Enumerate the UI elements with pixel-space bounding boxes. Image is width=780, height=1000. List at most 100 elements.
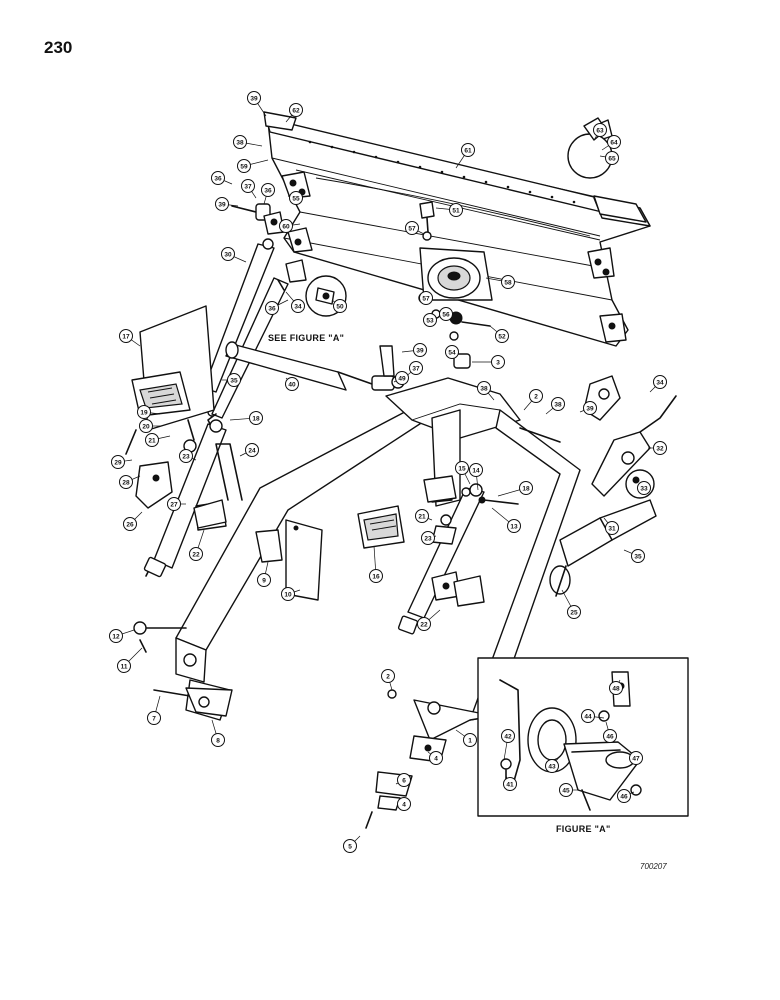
balloon-circle [289,191,303,205]
callout-number: 40 [288,381,296,388]
callout-balloon: 22 [417,617,431,631]
callout-balloon: 39 [583,401,597,415]
callout-number: 16 [372,573,380,580]
balloon-circle [395,371,409,385]
callout-balloon: 36 [211,171,225,185]
balloon-circle [605,151,619,165]
callout-balloon: 24 [245,443,259,457]
callout-number: 9 [262,577,266,584]
callout-balloon: 45 [559,783,573,797]
balloon-circle [603,729,617,743]
callout-balloon: 59 [237,159,251,173]
balloon-circle [637,481,651,495]
callout-balloon: 8 [211,733,225,747]
balloon-circle [583,401,597,415]
balloon-circle [631,549,645,563]
lift-cylinder-right [397,483,485,635]
callout-number: 54 [448,349,456,356]
callout-balloon: 64 [607,135,621,149]
balloon-circle [221,247,235,261]
callout-balloon: 25 [567,605,581,619]
see-figure-label: SEE FIGURE "A" [268,333,345,343]
balloon-circle [249,411,263,425]
callout-balloon: 10 [281,587,295,601]
balloon-circle [477,381,491,395]
callout-number: 20 [142,423,150,430]
lower-left-parts [125,419,243,717]
balloon-circle [445,345,459,359]
callout-balloon: 34 [653,375,667,389]
callout-number: 4 [402,801,406,808]
balloon-circle [507,519,521,533]
callout-number: 43 [548,763,556,770]
callout-balloon: 4 [397,797,411,811]
balloon-circle [333,299,347,313]
callout-number: 39 [250,95,258,102]
callout-number: 46 [606,733,614,740]
callout-number: 5 [348,843,352,850]
callout-number: 63 [596,127,604,134]
callout-balloon: 35 [227,373,241,387]
blade-bracket-right [587,247,627,343]
balloon-circle [607,135,621,149]
callout-number: 29 [114,459,122,466]
callout-number: 42 [504,733,512,740]
callout-balloon: 5 [343,839,357,853]
callout-number: 12 [112,633,120,640]
callout-balloon: 46 [603,729,617,743]
callout-number: 57 [408,225,416,232]
callout-balloon: 51 [449,203,463,217]
balloon-circle [109,629,123,643]
callout-number: 51 [452,207,460,214]
callout-number: 25 [570,609,578,616]
callout-balloon: 52 [495,329,509,343]
callout-number: 18 [522,485,530,492]
lift-cylinder-left [143,419,227,578]
callout-number: 19 [140,409,148,416]
callout-number: 18 [252,415,260,422]
balloon-circle [501,275,515,289]
callout-balloon: 18 [249,411,263,425]
callout-number: 61 [464,147,472,154]
balloon-circle [233,135,247,149]
balloon-circle [461,143,475,157]
figure-a-caption: FIGURE "A" [556,824,611,834]
callout-number: 53 [426,317,434,324]
callout-number: 15 [458,465,466,472]
callout-number: 10 [284,591,292,598]
callout-balloon: 44 [581,709,595,723]
balloon-circle [247,91,261,105]
balloon-circle [245,443,259,457]
callout-balloon: 42 [501,729,515,743]
balloon-circle [545,759,559,773]
callout-balloon: 2 [381,669,395,683]
balloon-circle [529,389,543,403]
callout-number: 21 [418,513,426,520]
callout-balloon: 57 [405,221,419,235]
callout-balloon: 36 [265,301,279,315]
balloon-circle [147,711,161,725]
callout-number: 2 [534,393,538,400]
drawing-number: 700207 [640,862,667,871]
callout-balloon: 34 [291,299,305,313]
balloon-circle [369,569,383,583]
callout-balloon: 62 [289,103,303,117]
callout-balloon: 36 [261,183,275,197]
callout-number: 38 [554,401,562,408]
balloon-circle [503,777,517,791]
callout-number: 33 [640,485,648,492]
end-bit-right [593,195,647,223]
callout-number: 49 [398,375,406,382]
callout-balloon: 12 [109,629,123,643]
callout-balloon: 53 [423,313,437,327]
callout-balloon: 38 [477,381,491,395]
callout-balloon: 55 [289,191,303,205]
callout-number: 32 [656,445,664,452]
callout-number: 26 [126,521,134,528]
callout-number: 48 [612,685,620,692]
callout-number: 34 [294,303,302,310]
balloon-circle [605,521,619,535]
callout-balloon: 33 [637,481,651,495]
callout-number: 47 [632,755,640,762]
callout-balloon: 40 [285,377,299,391]
